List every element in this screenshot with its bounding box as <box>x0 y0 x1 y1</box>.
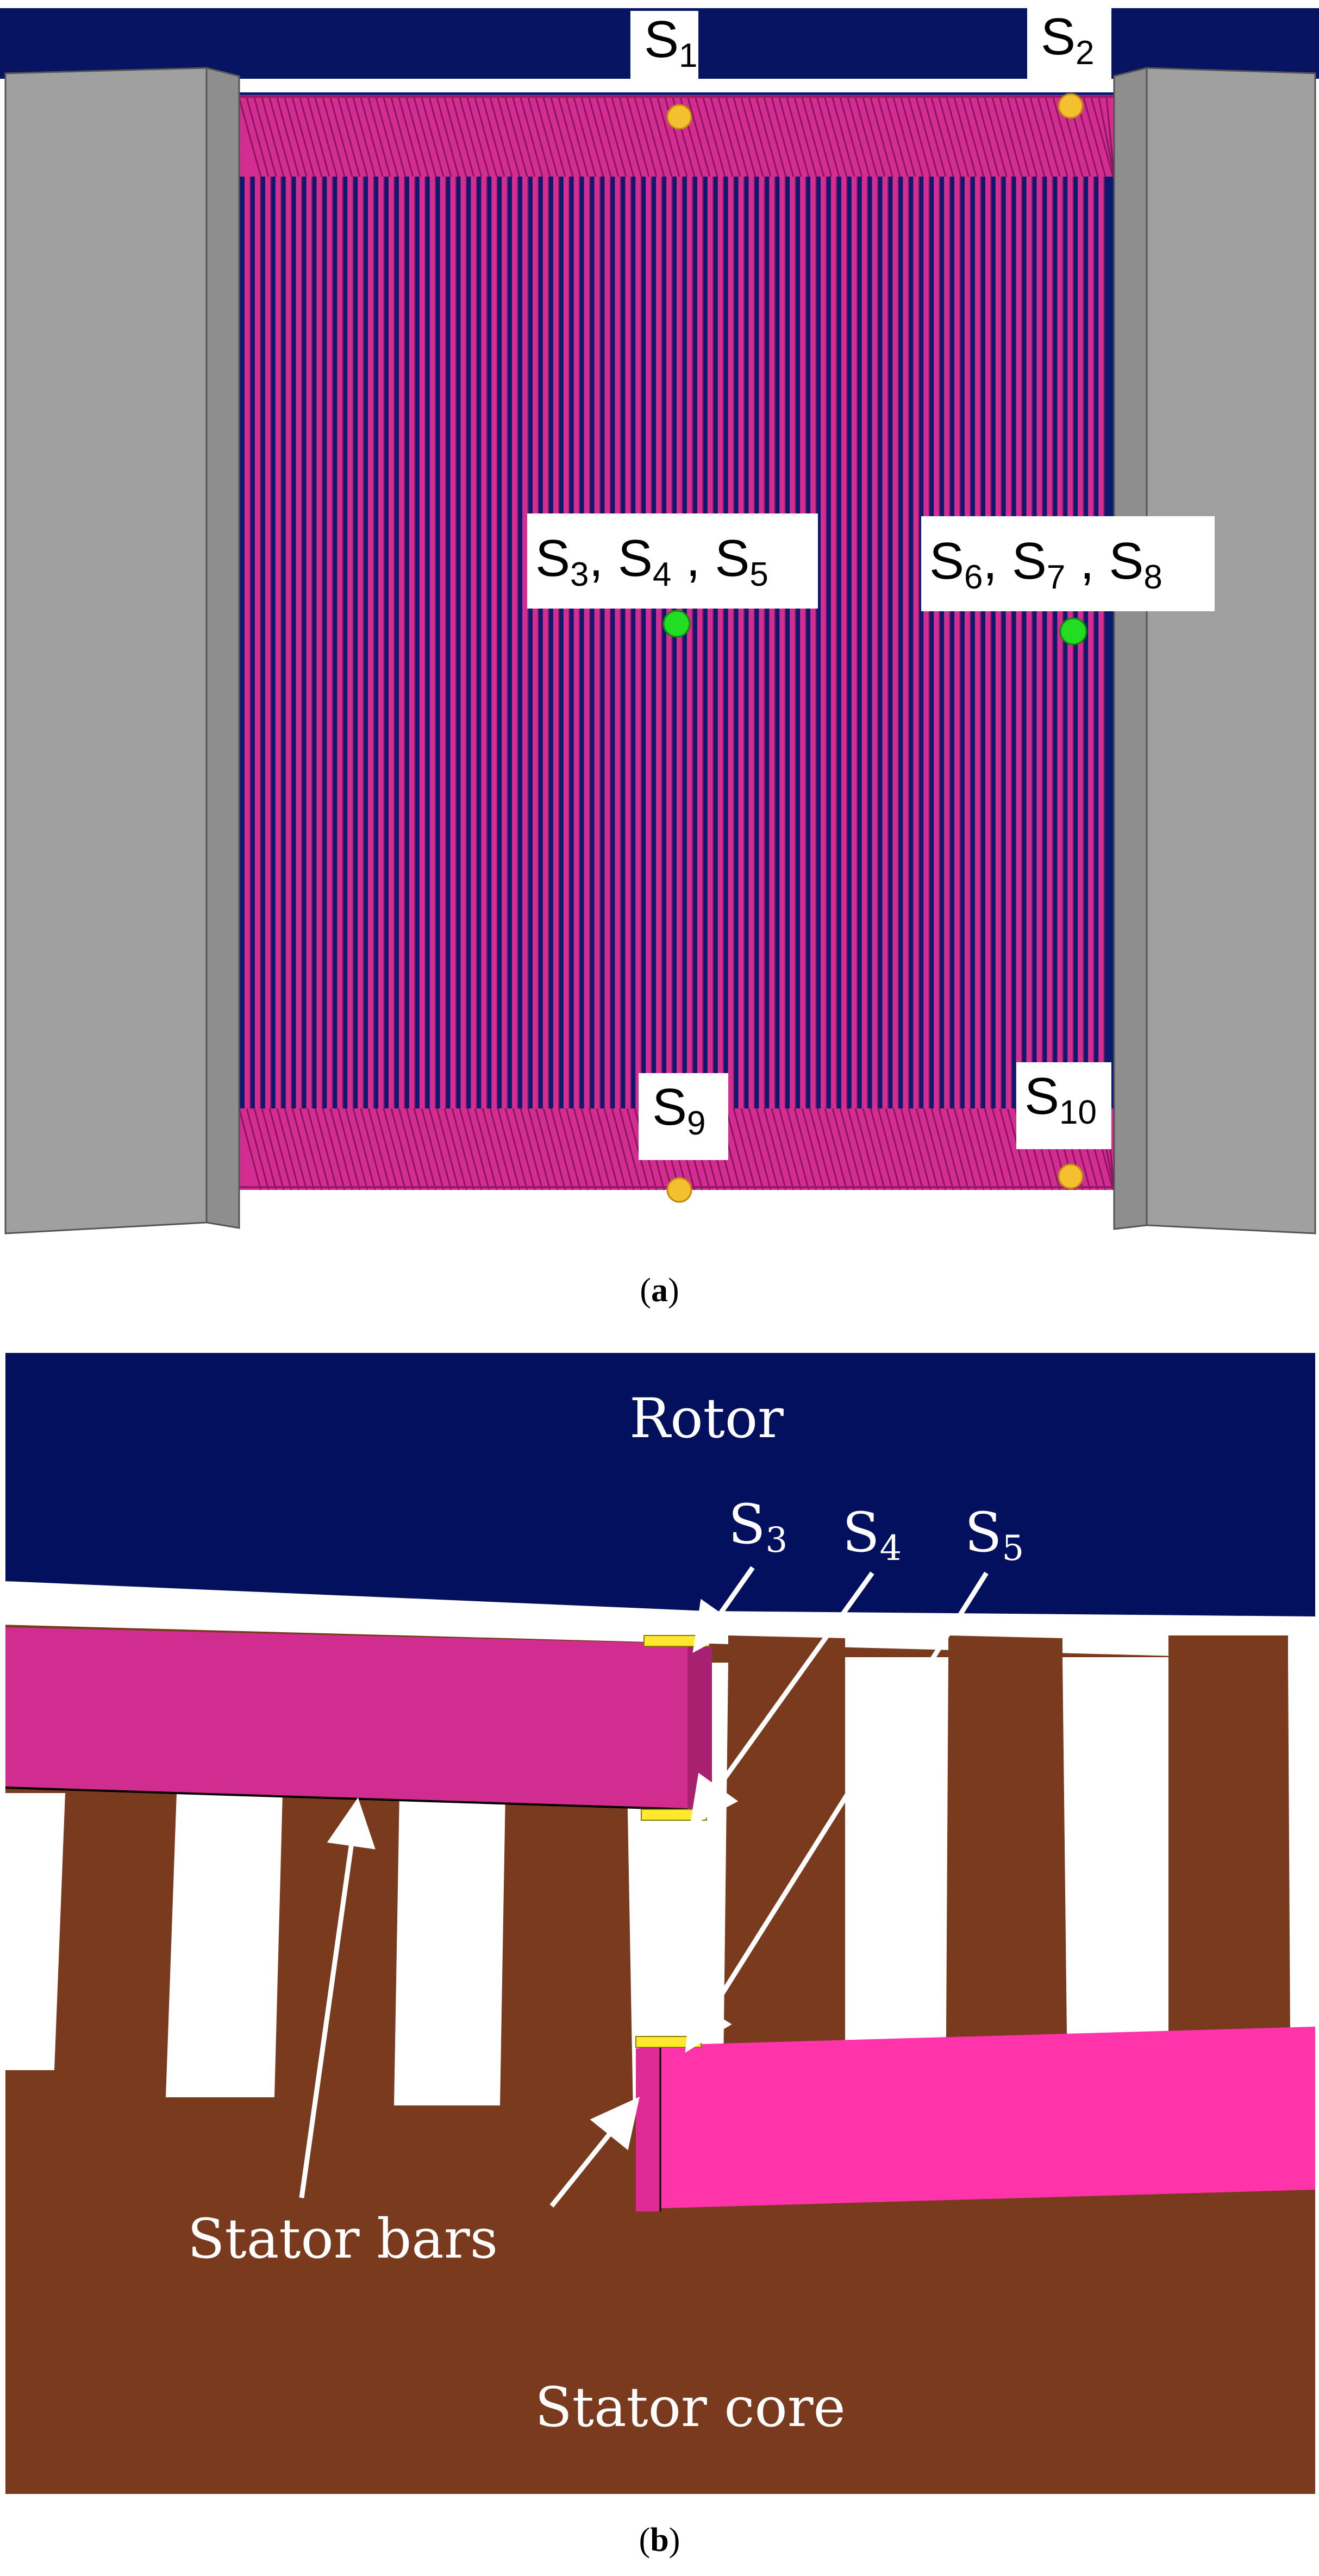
arrow-s3 <box>692 1566 755 1653</box>
stator-bar-top <box>5 1627 712 1810</box>
label-s3: S3 <box>728 1493 787 1560</box>
sensor-s1-dot <box>666 104 692 130</box>
label-s5: S5 <box>965 1501 1024 1569</box>
stator-bars-group <box>245 163 1105 1119</box>
left-frame <box>4 67 240 1234</box>
caption-a: (a) <box>640 1272 679 1309</box>
sensor-s9-dot <box>666 1177 692 1203</box>
rotor <box>5 1353 1315 1616</box>
sensor-s1: S1 <box>630 10 698 130</box>
generator-winding-view: S1 S2 S3, S4 , S5 S6, S7 , S8 S9 <box>0 8 1319 1234</box>
svg-text:S2: S2 <box>1041 8 1095 72</box>
arrow-stator-bar-top <box>299 1797 376 2198</box>
stator-core-label: Stator core <box>535 2376 845 2439</box>
arrow-s5 <box>685 1571 989 2053</box>
arrow-s4 <box>690 1571 874 1827</box>
figure-b: Rotor <box>0 1353 1319 2494</box>
sensor-s2: S2 <box>1027 8 1111 119</box>
right-frame <box>1113 67 1316 1234</box>
svg-text:S9: S9 <box>652 1078 706 1142</box>
svg-text:S1: S1 <box>644 10 698 74</box>
sensor-s6-s7-s8: S6, S7 , S8 <box>921 516 1215 645</box>
sensor-s4-pad <box>641 1809 707 1821</box>
sensor-s3-pad <box>643 1635 710 1647</box>
label-s4: S4 <box>842 1501 902 1569</box>
stator-bars-label: Stator bars <box>187 2207 498 2271</box>
figure-a: S1 S2 S3, S4 , S5 S6, S7 , S8 S9 <box>0 0 1319 1250</box>
rotor-label: Rotor <box>629 1387 784 1450</box>
arrow-stator-bar-bottom <box>549 2096 640 2208</box>
stator-teeth <box>728 1635 1288 1994</box>
sensor-s10: S10 <box>1016 1062 1111 1189</box>
sensor-s3-s4-s5: S3, S4 , S5 <box>527 513 818 638</box>
sensor-s5-pad <box>635 2036 702 2048</box>
sensor-s10-dot <box>1058 1163 1084 1189</box>
svg-text:S3, S4 , S5: S3, S4 , S5 <box>535 529 768 593</box>
stator-bar-bottom <box>636 2027 1315 2211</box>
sensor-s6-s7-s8-dot <box>1059 617 1087 645</box>
caption-b: (b) <box>639 2522 680 2559</box>
sensor-s9: S9 <box>639 1073 728 1203</box>
stator-cross-section: Rotor <box>0 1353 1319 2494</box>
sensor-s2-dot <box>1058 93 1084 119</box>
svg-text:S10: S10 <box>1024 1067 1097 1131</box>
svg-text:S6, S7 , S8: S6, S7 , S8 <box>929 532 1162 596</box>
sensor-s3-s4-s5-dot <box>662 610 691 638</box>
